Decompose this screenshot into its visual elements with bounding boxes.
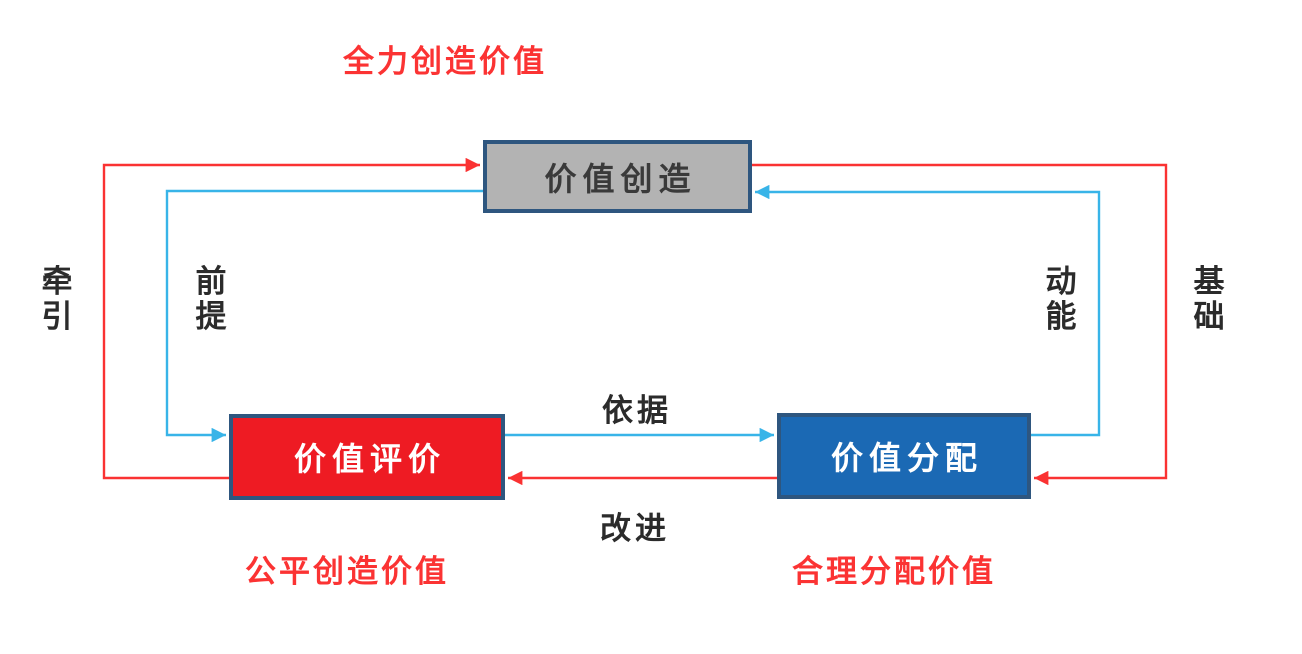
caption-create-value-fully: 全力创造价值 <box>343 44 547 79</box>
caption-distribute-value-reasonably: 合理分配价值 <box>792 554 996 589</box>
edge-label-pull: 牵引 <box>41 264 73 334</box>
edge-label-momentum: 动能 <box>1045 264 1077 334</box>
node-value-distribution: 价值分配 <box>777 413 1031 499</box>
caption-create-value-fairly: 公平创造价值 <box>245 554 449 589</box>
arrow-creation-to-distribution <box>752 163 1168 486</box>
node-value-distribution-label: 价值分配 <box>830 440 983 476</box>
arrow-distribution-to-creation <box>755 184 1101 437</box>
node-value-creation: 价值创造 <box>483 140 752 213</box>
node-value-evaluation-label: 价值评价 <box>293 441 446 477</box>
edge-label-improve: 改进 <box>600 511 670 546</box>
node-value-evaluation: 价值评价 <box>229 414 505 500</box>
edge-label-foundation: 基础 <box>1193 264 1225 334</box>
edge-label-premise: 前提 <box>195 264 227 334</box>
edge-label-basis: 依据 <box>602 393 672 428</box>
arrow-creation-to-evaluation <box>165 189 483 443</box>
arrow-evaluation-to-creation <box>102 157 480 480</box>
node-value-creation-label: 价值创造 <box>544 160 697 197</box>
